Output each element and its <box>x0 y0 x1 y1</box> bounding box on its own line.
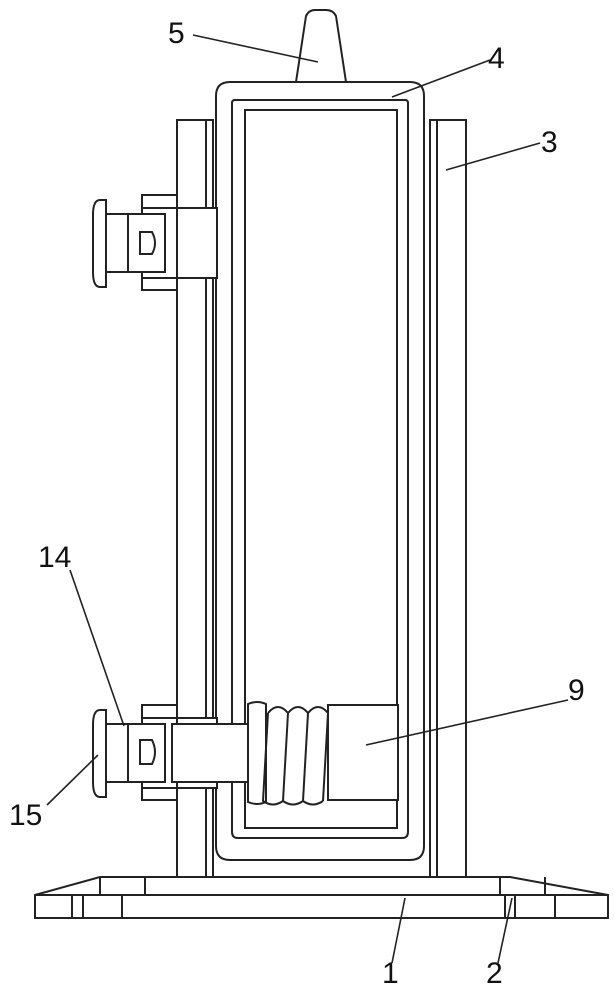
label-9: 9 <box>568 674 585 707</box>
label-3: 3 <box>541 126 558 159</box>
spring-mechanism <box>171 701 399 806</box>
base-plate <box>34 876 609 919</box>
label-4: 4 <box>488 42 505 75</box>
label-2: 2 <box>486 957 503 990</box>
base-feet <box>71 894 556 919</box>
top-tip <box>294 9 348 83</box>
label-1: 1 <box>382 957 399 990</box>
leader-lines <box>46 34 569 964</box>
reference-labels: 5 4 3 9 14 15 1 2 <box>9 17 585 990</box>
label-14: 14 <box>38 541 71 574</box>
label-5: 5 <box>168 17 185 50</box>
upper-latch <box>92 194 218 291</box>
label-15: 15 <box>9 799 42 832</box>
